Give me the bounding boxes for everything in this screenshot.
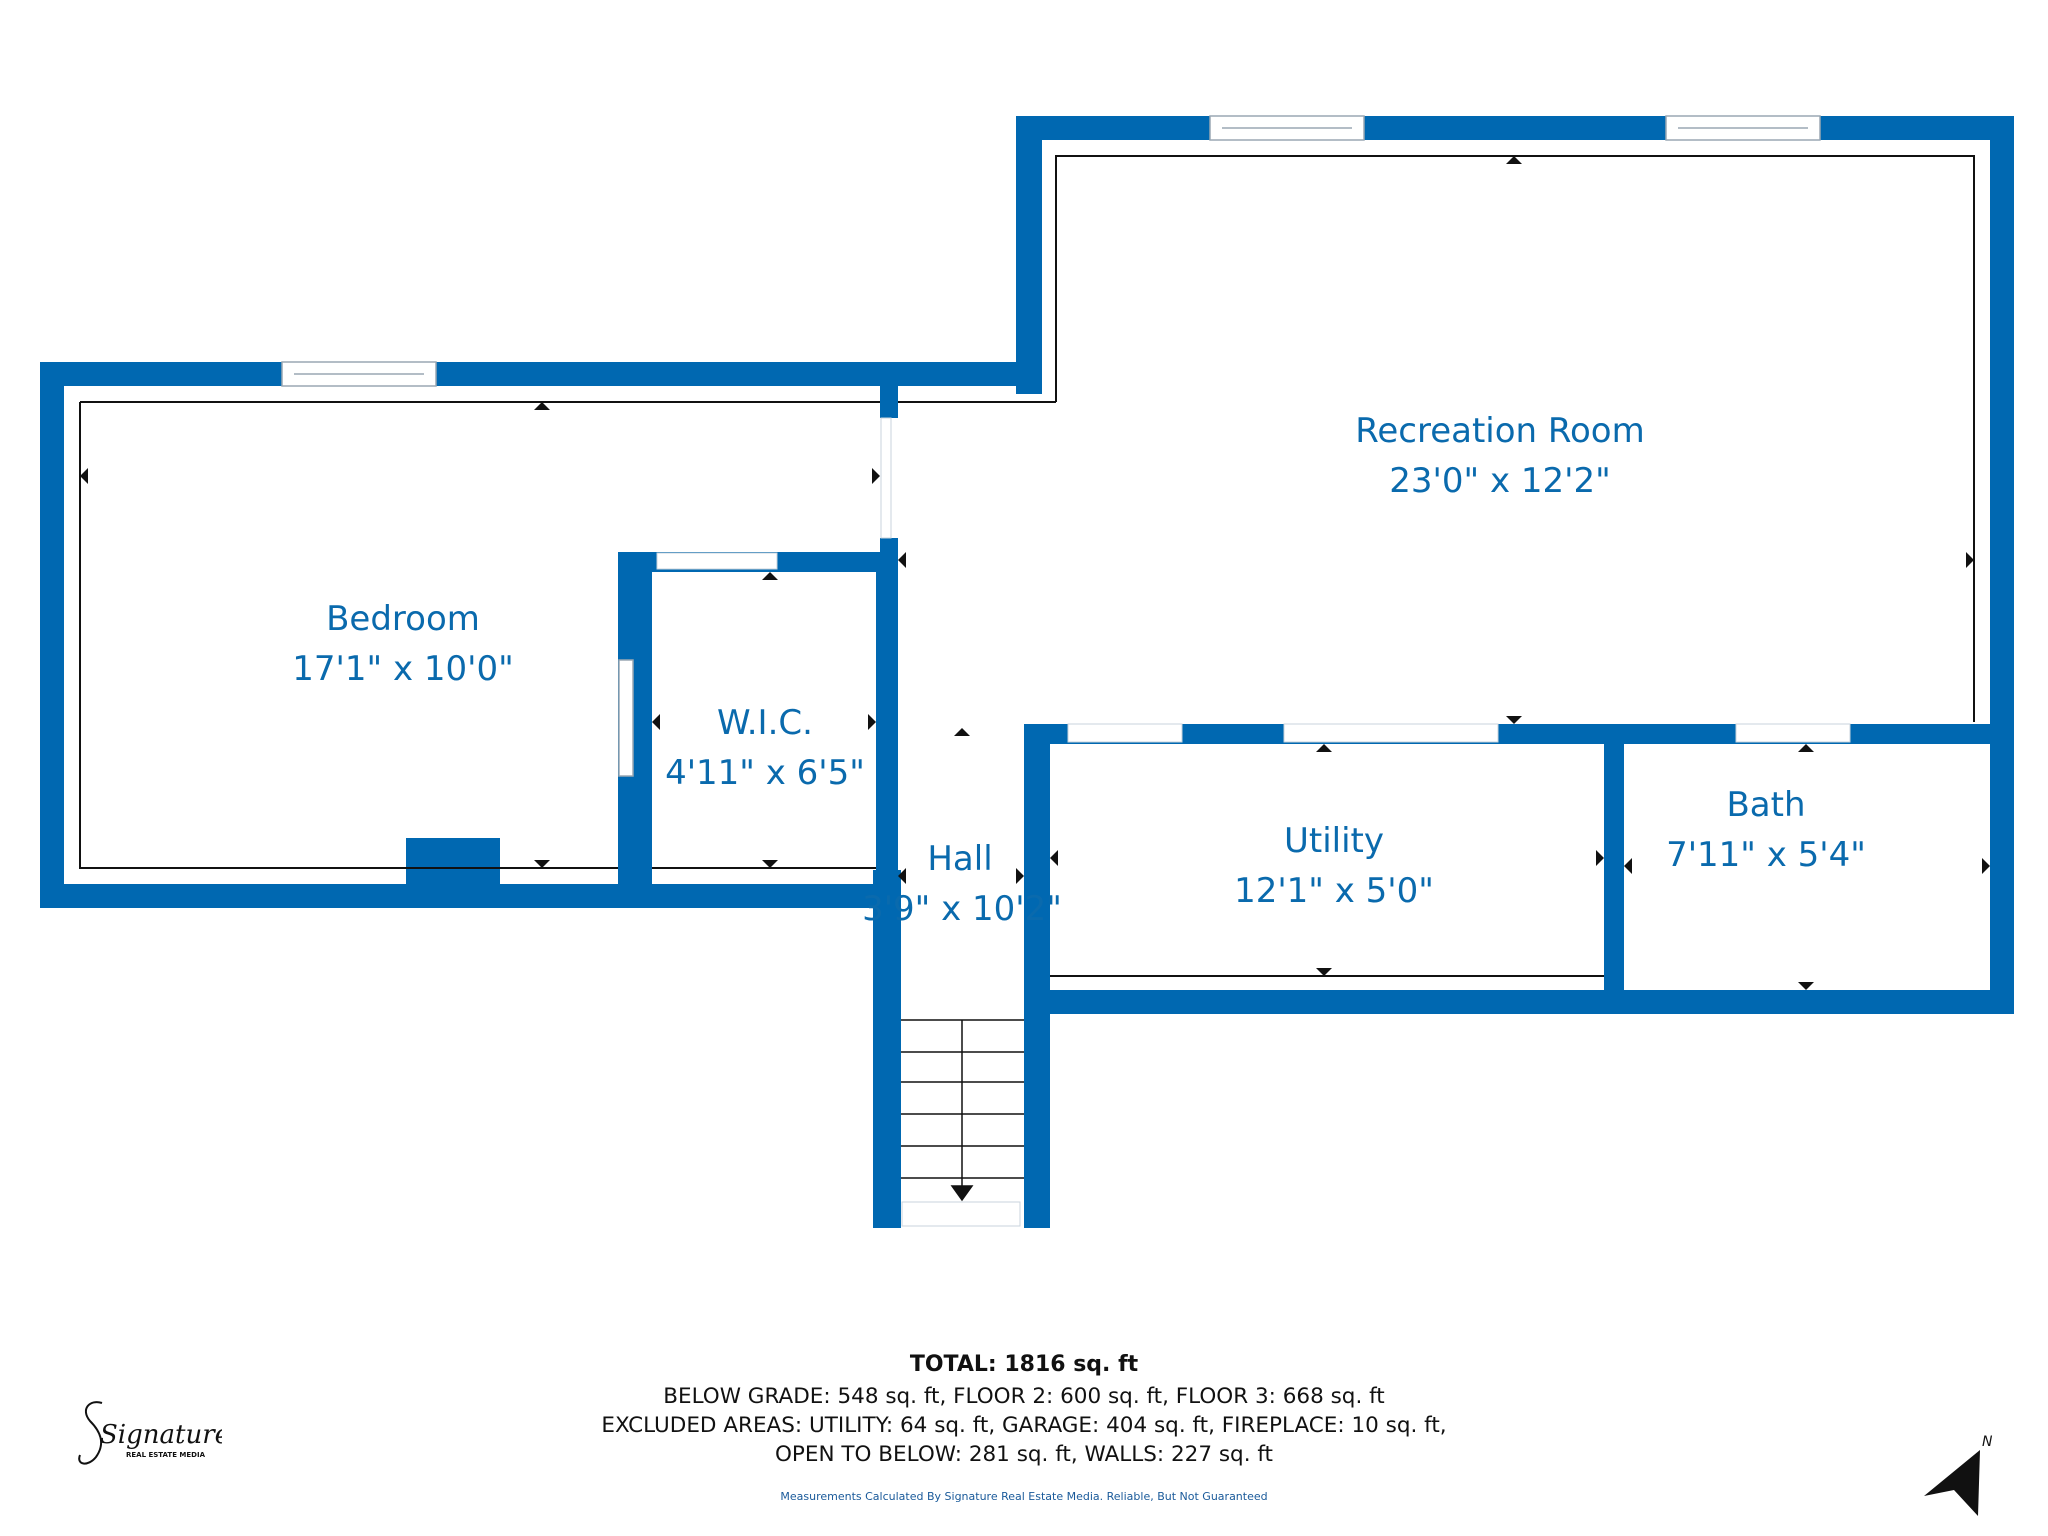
north-arrow-icon: N [1924, 1434, 1993, 1516]
floor-areas: BELOW GRADE: 548 sq. ft, FLOOR 2: 600 sq… [663, 1384, 1385, 1409]
exterior-walls [40, 116, 2014, 1228]
disclaimer: Measurements Calculated By Signature Rea… [780, 1490, 1268, 1503]
excluded-areas: EXCLUDED AREAS: UTILITY: 64 sq. ft, GARA… [601, 1413, 1447, 1438]
stairs [901, 1019, 1024, 1202]
interior-outlines [79, 155, 1975, 977]
compass-label: N [1982, 1434, 1993, 1450]
door-openings [656, 417, 1851, 1227]
room-labels: Recreation Room 23'0" x 12'2" Bedroom 17… [292, 411, 1866, 929]
stairs-arrow-icon [950, 1185, 974, 1202]
signature-logo: Signature REAL ESTATE MEDIA [78, 1401, 222, 1465]
bath-dims: 7'11" x 5'4" [1666, 835, 1866, 875]
utility-dims: 12'1" x 5'0" [1234, 871, 1434, 911]
wic-name: W.I.C. [717, 703, 813, 743]
open-areas: OPEN TO BELOW: 281 sq. ft, WALLS: 227 sq… [775, 1442, 1273, 1467]
logo-subtitle: REAL ESTATE MEDIA [126, 1451, 206, 1459]
hall-name: Hall [927, 839, 992, 879]
hall-dims: 3'9" x 10'2" [862, 889, 1062, 929]
logo-script: Signature [100, 1420, 222, 1450]
total-area: TOTAL: 1816 sq. ft [909, 1352, 1139, 1377]
windows [281, 115, 1821, 777]
wic-dims: 4'11" x 6'5" [665, 753, 865, 793]
recreation-room-dims: 23'0" x 12'2" [1389, 461, 1611, 501]
measure-markers [80, 156, 1990, 990]
recreation-room-name: Recreation Room [1355, 411, 1644, 451]
utility-name: Utility [1284, 821, 1384, 861]
bedroom-dims: 17'1" x 10'0" [292, 649, 514, 689]
bedroom-name: Bedroom [326, 599, 480, 639]
bath-name: Bath [1726, 785, 1805, 825]
